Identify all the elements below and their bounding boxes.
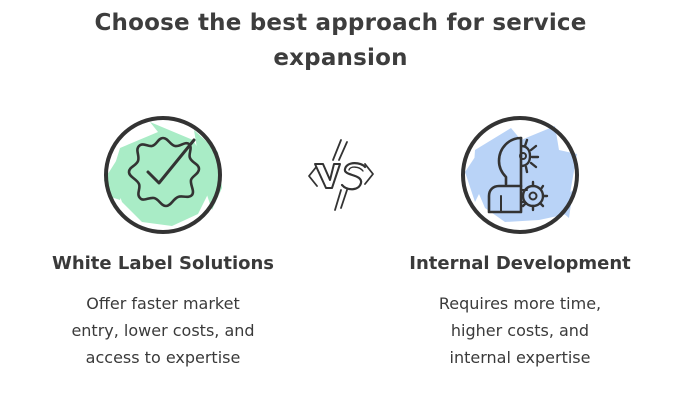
vs-lightning-icon: VS xyxy=(308,139,374,211)
option-heading: White Label Solutions xyxy=(51,253,275,274)
title-line-1: Choose the best approach for service xyxy=(94,10,587,36)
vs-badge: VS xyxy=(303,138,379,212)
option-description-line: higher costs, and xyxy=(450,321,590,340)
option-heading: Internal Development xyxy=(409,253,631,274)
vs-label: VS xyxy=(340,181,342,183)
head-gears-icon xyxy=(455,110,585,240)
title-line-2: expansion xyxy=(273,45,408,71)
icon-accent-fill xyxy=(465,126,577,222)
option-description-line: Offer faster market xyxy=(86,294,240,313)
icon-accent-fill xyxy=(104,122,222,226)
option-description: Requires more time, higher costs, and in… xyxy=(395,290,645,371)
option-internal-development: Internal Development Requires more time,… xyxy=(370,110,670,371)
page-title: Choose the best approach for service exp… xyxy=(0,6,681,76)
option-description-line: access to expertise xyxy=(85,348,241,367)
option-description-line: Requires more time, xyxy=(438,294,602,313)
gear-check-icon xyxy=(98,110,228,240)
option-description: Offer faster market entry, lower costs, … xyxy=(38,290,288,371)
option-white-label: White Label Solutions Offer faster marke… xyxy=(13,110,313,371)
option-description-line: entry, lower costs, and xyxy=(71,321,255,340)
option-description-line: internal expertise xyxy=(449,348,591,367)
